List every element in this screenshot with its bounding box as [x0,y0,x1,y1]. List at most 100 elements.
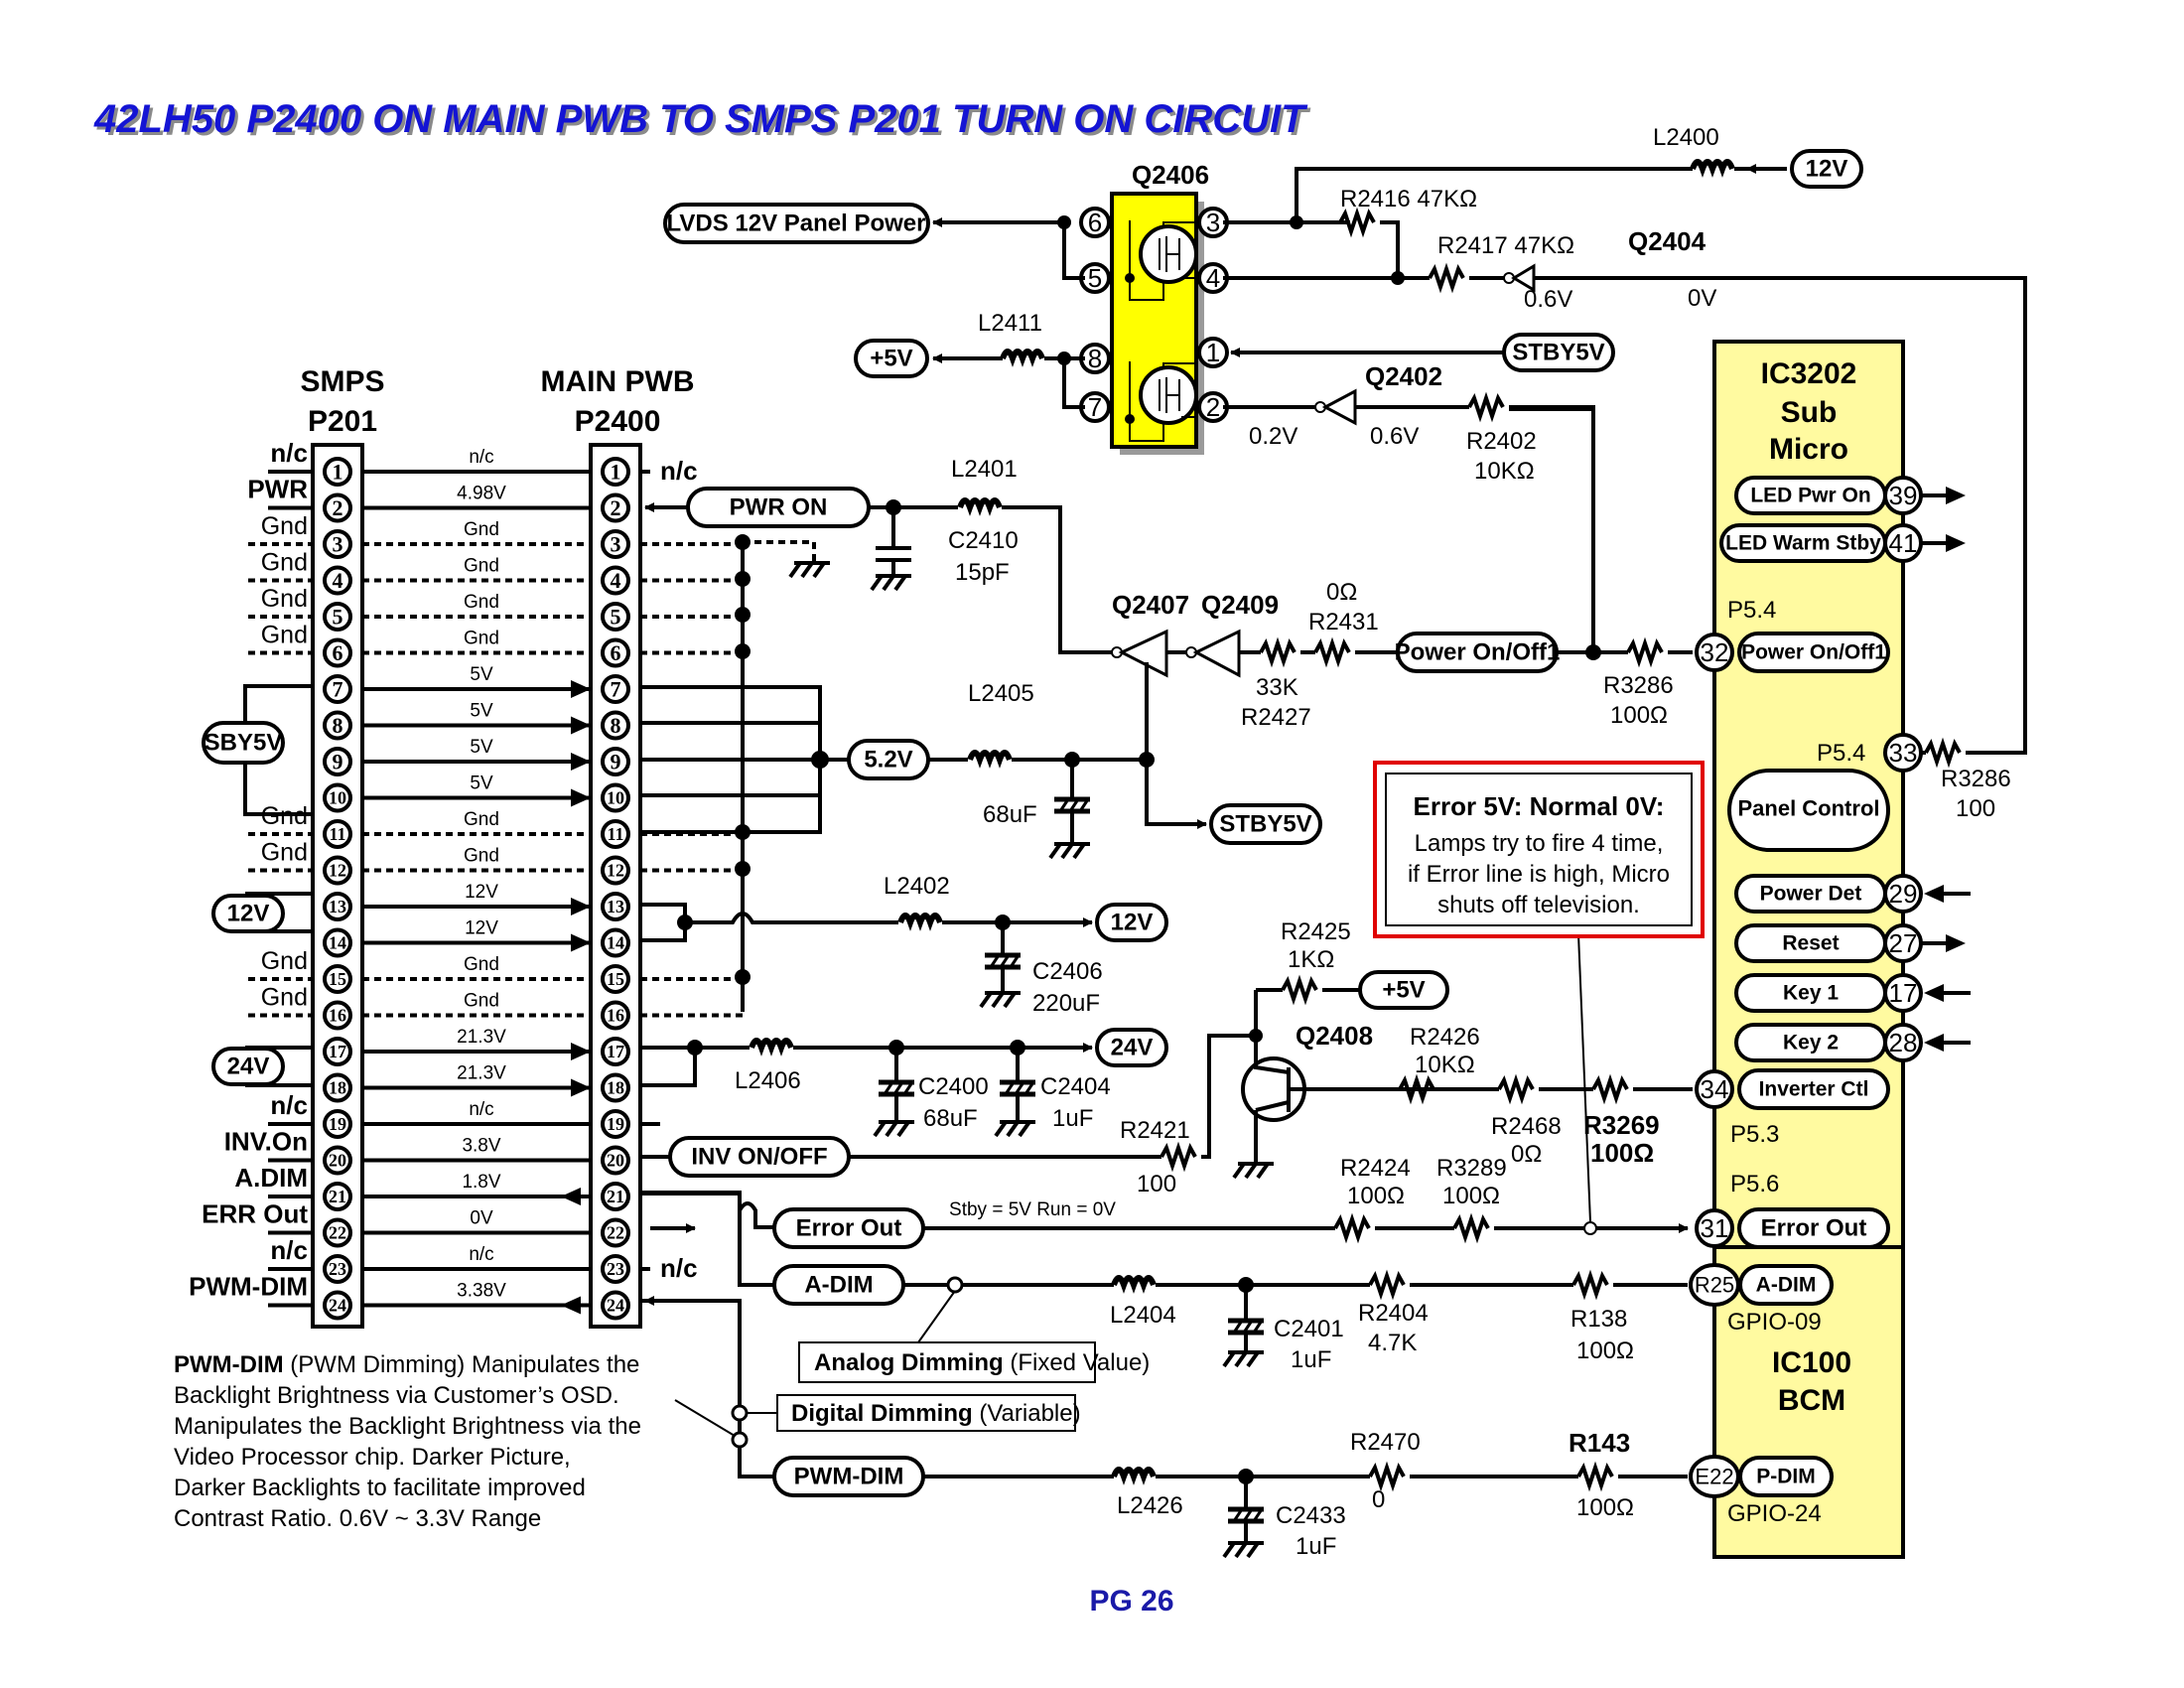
error-info-box [1373,761,1705,938]
p201-pin-number: 13 [329,897,346,916]
p2400-pin-number: 24 [607,1296,624,1316]
p201-pin-label: ERR Out [202,1199,308,1229]
p2400-pin-number: 17 [607,1042,624,1061]
r2470-val: 0 [1372,1486,1385,1513]
ic3202-pin-label-pill [1719,523,1887,563]
p201-pin-number: 2 [333,495,343,520]
ic3202-pin-number: 17 [1889,978,1918,1008]
error-box-line-3: shuts off television. [1437,892,1640,918]
out-24v-tag-label: 24V [1111,1035,1154,1061]
r2404-ref: R2404 [1358,1300,1429,1327]
plus5v-top-tag [854,339,929,378]
q2404-out-voltage: 0V [1688,285,1716,312]
l2402-inductor-icon [900,915,940,922]
plus5v-top-tag-label: +5V [870,346,912,372]
ic100-pin-label-pill [1738,1456,1834,1497]
p2400-pin-label: n/c [660,456,698,486]
q2402-label: Q2402 [1365,361,1442,391]
c2410-ground-icon [870,574,913,592]
c2410-ref: C2410 [948,527,1019,554]
p201-pin [323,1109,352,1139]
error-box-heading: Error 5V: Normal 0V: [1414,791,1665,821]
pin-wire-label: Gnd [464,519,499,540]
5v2-tag-label: 5.2V [864,747,912,774]
r2426-val: 10KΩ [1415,1052,1475,1078]
ic100-pin-number: E22 [1695,1465,1733,1489]
c2433-ref: C2433 [1276,1502,1346,1529]
p2400-pin [601,1254,630,1284]
main-pwb-ref: P2400 [575,405,661,438]
ic3202-pin-label: Key 2 [1783,1032,1839,1055]
l2401-inductor-icon [960,500,1000,507]
r2431-ref: R2431 [1308,609,1379,635]
r138-val: 100Ω [1576,1337,1634,1364]
l2400-inductor-icon [1693,162,1732,169]
stby5v-out-tag-label: STBY5V [1219,811,1311,838]
pwm-note-line-4: Video Processor chip. Darker Picture, [174,1444,571,1471]
q2406-pin-number: 5 [1088,263,1102,293]
p201-pin [323,674,352,704]
p201-pin [323,565,352,596]
p201-pin-number: 16 [329,1006,346,1026]
p2400-pin [601,492,630,523]
p2400-pin [601,782,630,813]
smps-header: SMPS [300,365,384,398]
r2417-label: R2417 47KΩ [1437,232,1574,259]
l2401-label: L2401 [951,456,1018,483]
ic3202-pin-label: Key 1 [1783,982,1839,1005]
ground-icon [1232,1162,1276,1180]
q2406-label: Q2406 [1132,160,1209,190]
ground-tap [743,540,816,561]
ic3202-port-p56: P5.6 [1730,1171,1779,1197]
r138-ref: R138 [1570,1306,1627,1333]
c2401-cap-icon [1228,1321,1264,1333]
ic3202-pin-label: Error Out [1761,1215,1867,1242]
ic100-title-2: BCM [1778,1384,1845,1417]
r3289-ref: R3289 [1436,1155,1507,1182]
arrow-right-icon [571,788,591,807]
q2404-in-voltage: 0.6V [1524,286,1572,313]
p201-pin-label: Gnd [261,549,308,577]
ic3202-pin-label: Power On/Off1 [1741,641,1886,664]
digital-dimming-text: Digital Dimming (Variable) [791,1400,1081,1427]
p201-pin-number: 18 [329,1078,346,1098]
pwr-on-wire [1002,505,1112,654]
ground-icon [1222,1350,1266,1368]
ic3202-pin-label: Reset [1782,932,1839,955]
p201-pin-label: PWR [247,475,308,504]
p2400-pin [601,602,630,632]
adim-tag-label: A-DIM [804,1272,873,1299]
c2401-val: 1uF [1291,1346,1331,1373]
q2406-pin-number: 6 [1088,208,1102,237]
r3289-resistor-icon [1452,1217,1490,1239]
pin-wire-label: Gnd [464,991,499,1012]
pin-wire-label: n/c [469,1099,493,1120]
p201-pin-number: 4 [333,568,343,593]
r2431-resistor-icon [1313,641,1351,663]
arrow-out-icon [1946,487,1966,504]
c2400-cap-icon [879,1082,914,1094]
p201-pin-number: 1 [333,460,343,485]
l2406-inductor-icon [751,1041,791,1048]
p2400-pin-number: 3 [611,532,621,557]
ic3202-port-p53: P5.3 [1730,1121,1779,1148]
r2421-ref: R2421 [1120,1117,1190,1144]
p201-pin [323,855,352,886]
q2409-label: Q2409 [1201,590,1279,620]
c2406-ref: C2406 [1032,958,1103,985]
page-title: 42LH50 P2400 ON MAIN PWB TO SMPS P201 TU… [93,97,1308,141]
p2400-pin-number: 15 [607,969,624,989]
p2400-pin [601,457,630,487]
error-out-tag-label: Error Out [796,1215,902,1242]
l2404-label: L2404 [1110,1302,1176,1329]
p2400-pin-number: 1 [611,460,621,485]
